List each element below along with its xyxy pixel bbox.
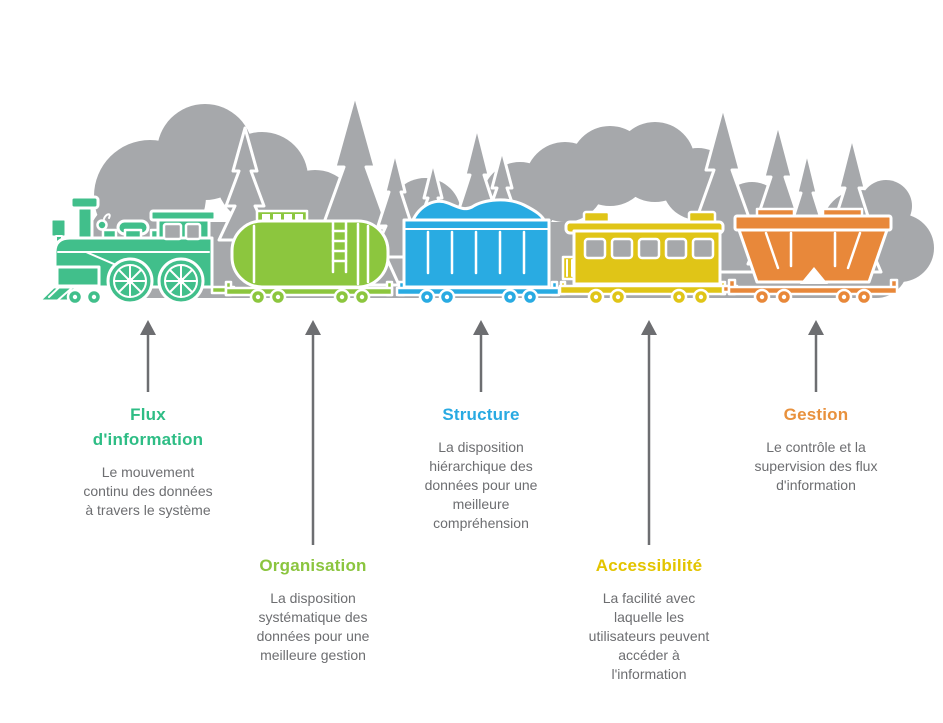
arrow-accessibilite — [641, 320, 657, 545]
passenger-car — [558, 210, 727, 306]
item-organisation: Organisation La disposition systématique… — [203, 553, 423, 665]
tank-ladder — [331, 220, 348, 274]
item-title: Gestion — [783, 405, 849, 424]
item-description: La disposition systématique des données … — [256, 590, 370, 663]
item-description: La facilité avec laquelle les utilisateu… — [588, 590, 710, 682]
smokestack — [76, 204, 94, 242]
item-structure: Structure La disposition hiérarchique de… — [371, 402, 591, 533]
item-title: Flux d'information — [92, 405, 204, 449]
gondola-car — [395, 198, 561, 306]
item-title: Accessibilité — [595, 556, 703, 575]
item-description: La disposition hiérarchique des données … — [424, 439, 538, 531]
passenger-windows — [583, 237, 715, 260]
headlamp — [49, 217, 68, 239]
locomotive — [37, 195, 217, 306]
illustration-svg — [37, 93, 936, 545]
hopper-rim — [733, 214, 893, 232]
tank-car — [210, 209, 394, 306]
gondola-load — [410, 198, 547, 224]
cylinder-box — [55, 265, 101, 288]
tank-body — [230, 219, 390, 289]
arrows — [140, 320, 824, 545]
item-description: Le contrôle et la supervision des flux d… — [754, 439, 878, 493]
cab-windows — [162, 222, 202, 241]
arrow-gestion — [808, 320, 824, 392]
hopper-car — [721, 207, 899, 306]
drive-wheel — [106, 257, 154, 305]
hopper-chute-notch — [800, 267, 828, 284]
arrow-organisation — [305, 320, 321, 545]
item-title: Organisation — [259, 556, 367, 575]
hopper-chassis — [727, 285, 899, 296]
arrow-structure — [473, 320, 489, 392]
item-gestion: Gestion Le contrôle et la supervision de… — [706, 402, 926, 495]
whistle — [96, 219, 108, 231]
tank-vents — [262, 214, 303, 222]
item-description: Le mouvement continu des données à trave… — [83, 464, 213, 518]
item-flux-d-information: Flux d'information Le mouvement continu … — [38, 402, 258, 520]
arrow-flux — [140, 320, 156, 392]
item-accessibilite: Accessibilité La facilité avec laquelle … — [539, 553, 759, 684]
drive-wheel — [157, 257, 205, 305]
item-title: Structure — [442, 405, 520, 424]
hopper-body — [737, 228, 889, 284]
